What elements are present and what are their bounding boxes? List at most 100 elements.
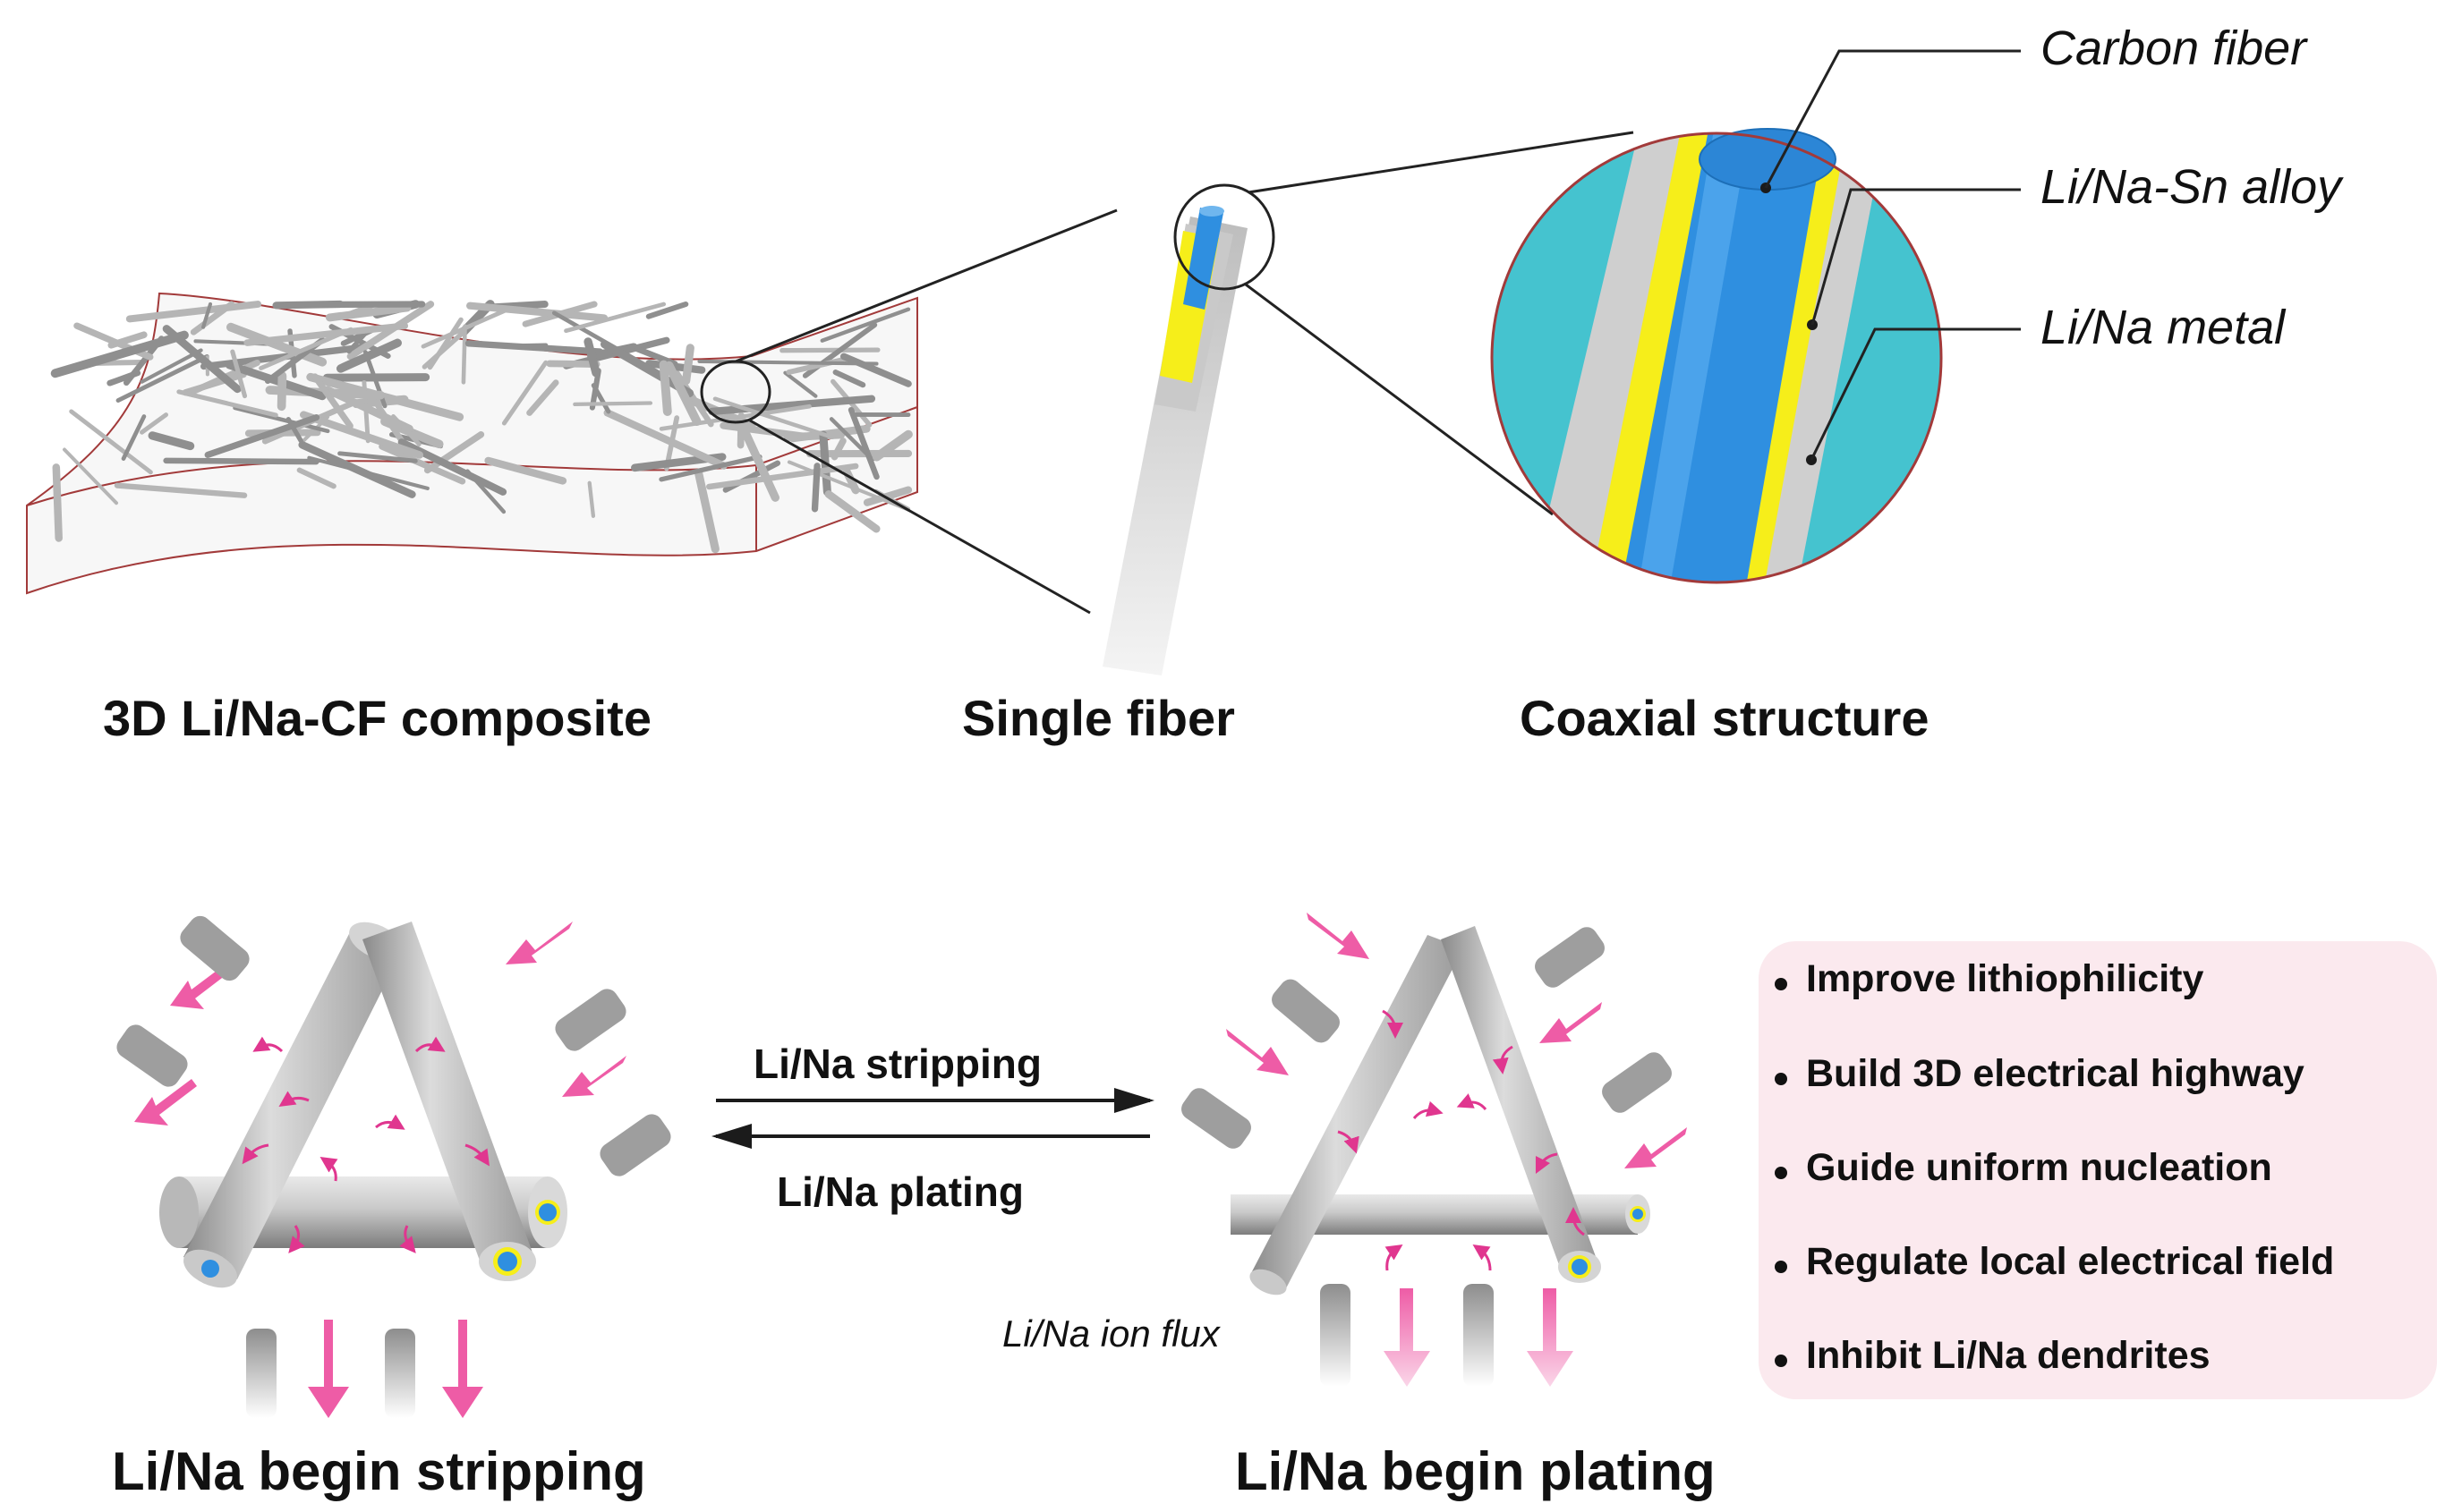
mesh-fiber	[659, 403, 812, 431]
mesh-fiber	[659, 454, 762, 482]
mesh-fiber	[739, 423, 780, 502]
stripping-diagram	[116, 915, 671, 1418]
mesh-fiber	[325, 303, 412, 322]
mesh-fiber	[182, 371, 247, 396]
mesh-fiber	[712, 396, 835, 440]
mesh-fiber	[526, 379, 559, 416]
mesh-fiber	[587, 480, 596, 518]
mesh-fiber	[780, 347, 881, 353]
mesh-fiber	[839, 353, 912, 387]
mesh-fiber	[501, 360, 549, 426]
mesh-fiber	[243, 322, 409, 346]
mesh-fiber	[423, 431, 485, 474]
fiber-label: Single fiber	[962, 690, 1235, 746]
mesh-fiber	[872, 429, 913, 462]
mesh-fiber	[645, 360, 706, 374]
mesh-fiber	[546, 360, 601, 369]
mesh-fiber	[682, 344, 694, 386]
leader-alloy	[1810, 188, 2021, 326]
mesh-fiber	[603, 409, 728, 470]
ion-flux-label: Li/Na ion flux	[1002, 1312, 1222, 1355]
plating-label: Li/Na begin plating	[1235, 1441, 1716, 1501]
mesh-fiber	[706, 463, 859, 490]
composite-label: 3D Li/Na-CF composite	[103, 690, 652, 746]
fiber-mesh	[50, 300, 913, 554]
callout-alloy: Li/Na-Sn alloy	[2040, 160, 2344, 214]
leader-carbon-fiber	[1764, 49, 2021, 189]
zoom-line	[749, 419, 1091, 615]
mesh-fiber	[125, 301, 262, 323]
mesh-fiber	[832, 370, 866, 388]
mesh-fiber	[573, 401, 653, 407]
mesh-fiber	[465, 469, 507, 514]
zoom-line	[735, 208, 1118, 363]
mesh-fiber	[786, 356, 848, 375]
mesh-fiber	[140, 348, 203, 384]
mesh-fiber	[190, 301, 235, 336]
benefit-item: Regulate local electrical field	[1806, 1240, 2334, 1283]
coaxial-circle	[1490, 128, 1943, 584]
composite-slab	[26, 292, 918, 595]
zoom-line	[1248, 131, 1634, 194]
mesh-fiber	[306, 372, 464, 421]
mesh-fiber	[319, 301, 426, 309]
mesh-fiber	[285, 417, 303, 444]
mesh-fiber	[422, 329, 467, 370]
mesh-fiber	[829, 417, 875, 462]
mesh-fiber	[484, 456, 567, 485]
mesh-fiber	[226, 322, 328, 367]
mesh-fiber	[50, 330, 189, 378]
mesh-fiber	[783, 370, 818, 398]
mesh-fiber	[391, 414, 422, 446]
mesh-fiber	[694, 469, 720, 554]
mesh-fiber	[848, 406, 880, 480]
mesh-fiber	[336, 338, 402, 373]
mesh-fiber	[720, 421, 809, 440]
benefit-item: Build 3D electrical highway	[1806, 1052, 2304, 1095]
mesh-fiber	[296, 467, 337, 489]
benefit-item: Improve lithiophilicity	[1806, 957, 2203, 1000]
zoom-circle-fiber	[1173, 183, 1275, 291]
callout-metal: Li/Na metal	[2040, 301, 2287, 354]
mesh-fiber	[311, 373, 354, 429]
mesh-fiber	[121, 414, 147, 461]
arrow-stripping-label: Li/Na stripping	[754, 1041, 1042, 1087]
mesh-fiber	[464, 340, 603, 355]
zoom-line	[1245, 283, 1554, 516]
mesh-fiber	[233, 405, 330, 434]
mesh-fiber	[811, 463, 821, 513]
mesh-fiber	[162, 325, 242, 394]
mesh-fiber	[140, 412, 168, 435]
coaxial-label: Coaxial structure	[1520, 690, 1930, 746]
mesh-fiber	[52, 463, 63, 542]
mesh-fiber	[824, 490, 881, 533]
mesh-fiber	[465, 302, 609, 322]
mesh-fiber	[114, 482, 248, 498]
mesh-fiber	[298, 441, 416, 498]
mesh-fiber	[673, 369, 714, 428]
mesh-fiber	[664, 361, 702, 427]
mesh-fiber	[397, 438, 507, 496]
mesh-fiber	[201, 302, 213, 329]
mesh-fiber	[63, 447, 118, 505]
mesh-fiber	[176, 389, 278, 418]
mesh-fiber	[225, 361, 327, 401]
mesh-fiber	[461, 324, 467, 385]
mesh-fiber	[591, 383, 611, 414]
reaction-arrows	[711, 1088, 1154, 1149]
mesh-fiber	[634, 345, 678, 367]
mesh-fiber	[106, 370, 141, 386]
mesh-fiber	[277, 371, 287, 412]
mesh-fiber	[645, 302, 689, 319]
callout-carbon-fiber: Carbon fiber	[2040, 21, 2308, 75]
mesh-fiber	[584, 337, 601, 378]
mesh-fiber	[148, 431, 195, 451]
mesh-fiber	[163, 457, 319, 465]
benefits-box	[1759, 941, 2437, 1399]
plating-diagram	[1181, 913, 1687, 1387]
mesh-fiber	[831, 437, 847, 461]
arrow-plating-label: Li/Na plating	[777, 1168, 1024, 1215]
benefit-item: Inhibit Li/Na dendrites	[1806, 1334, 2211, 1377]
mesh-fiber	[820, 307, 911, 343]
